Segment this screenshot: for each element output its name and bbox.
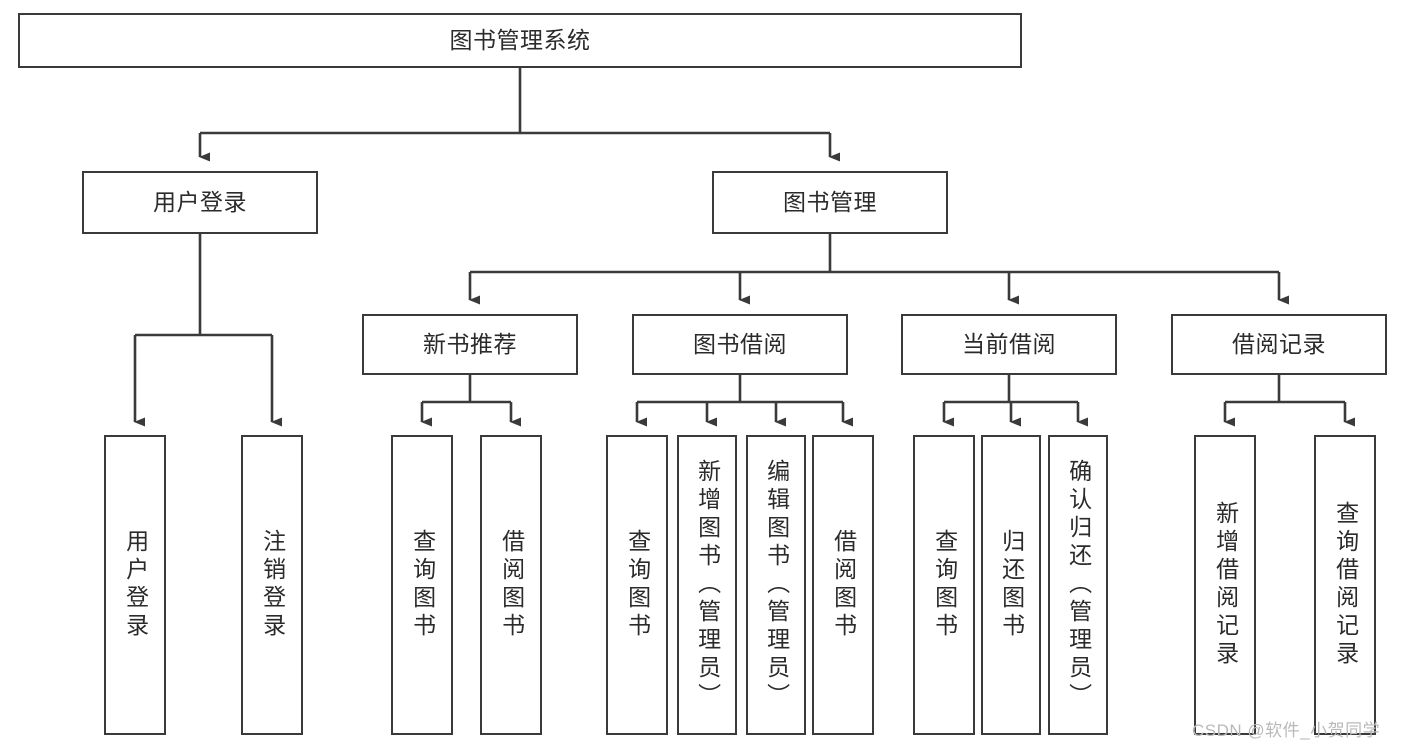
- node-book-borrow[interactable]: 图书借阅: [632, 314, 848, 375]
- node-leaf-logout-login[interactable]: 注销登录: [241, 435, 303, 735]
- node-leaf-edit-book-label: 编辑图书（管理员）: [763, 459, 790, 711]
- node-current-borrow[interactable]: 当前借阅: [901, 314, 1117, 375]
- node-leaf-confirm-return-label: 确认归还（管理员）: [1065, 459, 1092, 711]
- csdn-watermark: CSDN @软件_小贺同学: [1192, 721, 1381, 740]
- node-leaf-confirm-return[interactable]: 确认归还（管理员）: [1048, 435, 1108, 735]
- node-leaf-edit-book[interactable]: 编辑图书（管理员）: [746, 435, 806, 735]
- node-user-login[interactable]: 用户登录: [82, 171, 318, 234]
- node-leaf-query-book-2[interactable]: 查询图书: [606, 435, 668, 735]
- node-leaf-query-book-1[interactable]: 查询图书: [391, 435, 453, 735]
- node-borrow-record[interactable]: 借阅记录: [1171, 314, 1387, 375]
- node-book-management-label: 图书管理: [783, 188, 877, 215]
- node-leaf-borrow-book-1-label: 借阅图书: [498, 529, 525, 641]
- node-user-login-label: 用户登录: [153, 188, 247, 215]
- node-borrow-record-label: 借阅记录: [1232, 330, 1326, 357]
- node-leaf-logout-login-label: 注销登录: [259, 529, 286, 641]
- node-leaf-borrow-book-1[interactable]: 借阅图书: [480, 435, 542, 735]
- node-leaf-query-book-2-label: 查询图书: [624, 529, 651, 641]
- node-new-book-recommend[interactable]: 新书推荐: [362, 314, 578, 375]
- node-leaf-query-book-3[interactable]: 查询图书: [913, 435, 975, 735]
- node-leaf-return-book-label: 归还图书: [998, 529, 1025, 641]
- node-root[interactable]: 图书管理系统: [18, 13, 1022, 68]
- node-leaf-user-login-label: 用户登录: [122, 529, 149, 641]
- node-leaf-query-book-3-label: 查询图书: [931, 529, 958, 641]
- node-leaf-query-book-1-label: 查询图书: [409, 529, 436, 641]
- node-root-label: 图书管理系统: [449, 26, 591, 53]
- node-leaf-query-record-label: 查询借阅记录: [1332, 501, 1359, 669]
- node-new-book-recommend-label: 新书推荐: [423, 330, 517, 357]
- node-book-borrow-label: 图书借阅: [693, 330, 787, 357]
- node-leaf-query-record[interactable]: 查询借阅记录: [1314, 435, 1376, 735]
- node-leaf-borrow-book-2-label: 借阅图书: [830, 529, 857, 641]
- node-leaf-add-record[interactable]: 新增借阅记录: [1194, 435, 1256, 735]
- node-leaf-borrow-book-2[interactable]: 借阅图书: [812, 435, 874, 735]
- node-leaf-add-record-label: 新增借阅记录: [1212, 501, 1239, 669]
- node-leaf-add-book[interactable]: 新增图书（管理员）: [677, 435, 737, 735]
- node-leaf-add-book-label: 新增图书（管理员）: [694, 459, 721, 711]
- node-book-management[interactable]: 图书管理: [712, 171, 948, 234]
- node-current-borrow-label: 当前借阅: [962, 330, 1056, 357]
- node-leaf-return-book[interactable]: 归还图书: [981, 435, 1041, 735]
- node-leaf-user-login[interactable]: 用户登录: [104, 435, 166, 735]
